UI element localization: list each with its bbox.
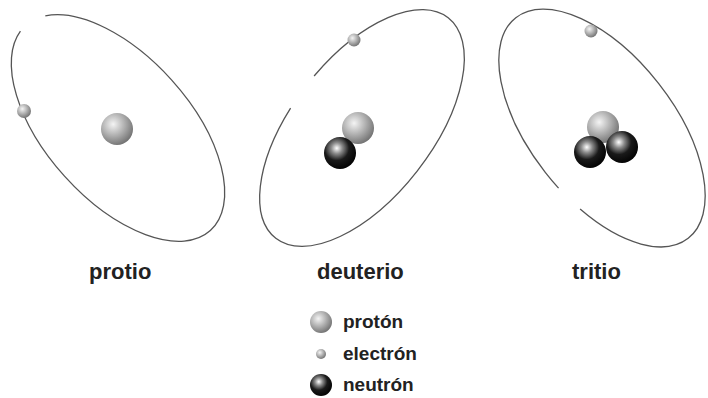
legend-swatch (309, 342, 333, 366)
orbit (459, 0, 708, 283)
legend-swatch (309, 310, 333, 334)
neutron-sample (310, 374, 332, 396)
protium-atom (0, 0, 264, 279)
isotope-name: deuterio (317, 259, 404, 285)
neutron (324, 137, 356, 169)
legend-label: electrón (343, 343, 417, 365)
orbit (0, 0, 264, 279)
orbit (221, 0, 504, 281)
electron (17, 104, 31, 118)
legend-entry: protón (309, 310, 403, 334)
electron (348, 34, 361, 47)
legend-label: neutrón (343, 374, 414, 396)
proton-sample (310, 311, 332, 333)
isotope-name: protio (89, 259, 151, 285)
proton (101, 113, 133, 145)
neutron (574, 136, 606, 168)
isotope-name: tritio (572, 259, 621, 285)
neutron (606, 131, 638, 163)
legend-label: protón (343, 311, 403, 333)
electron (585, 25, 598, 38)
legend-entry: neutrón (309, 373, 414, 397)
deuterium-atom (221, 0, 504, 281)
tritium-atom (459, 0, 708, 283)
legend-swatch (309, 373, 333, 397)
legend-entry: electrón (309, 342, 417, 366)
electron-sample (316, 349, 326, 359)
